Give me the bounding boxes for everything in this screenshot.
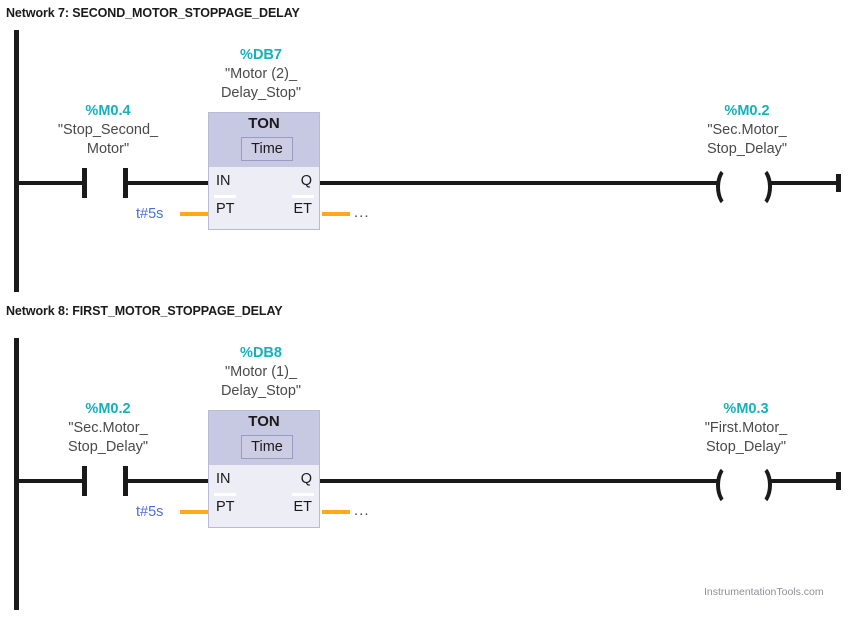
ton-stub-right-7 — [292, 195, 314, 198]
ton-header-7: TON Time — [209, 113, 319, 167]
contact-symbol-line1-7: "Stop_Second_ — [57, 122, 159, 138]
coil-symbol-line2-7: Stop_Delay" — [706, 141, 788, 157]
timer-et-value-8[interactable]: ... — [354, 502, 370, 519]
ton-port-q-7[interactable]: Q — [300, 173, 312, 189]
ton-body-7: IN PT Q ET — [209, 167, 319, 229]
timer-db-label-7: %DB7 "Motor (2)_ Delay_Stop" — [196, 46, 326, 103]
ton-port-pt-7[interactable]: PT — [216, 201, 235, 217]
rung-wire-contact-to-timer-8 — [123, 479, 208, 483]
output-coil-8[interactable] — [716, 464, 772, 506]
ton-port-in-7[interactable]: IN — [216, 173, 231, 189]
rung-wire-contact-to-timer-7 — [123, 181, 208, 185]
timer-pt-connector-8 — [180, 510, 208, 514]
ton-port-q-8[interactable]: Q — [300, 471, 312, 487]
rung-end-tick-8 — [836, 472, 841, 490]
rung-wire-coil-to-end-7 — [770, 181, 840, 185]
contact-symbol-line2-7: Motor" — [86, 141, 130, 157]
ton-instruction-name-8: TON — [248, 413, 280, 430]
network-8-title: Network 8: FIRST_MOTOR_STOPPAGE_DELAY — [6, 304, 283, 318]
ton-timebase-8[interactable]: Time — [241, 435, 293, 459]
coil-arc-left-8 — [716, 464, 742, 506]
rung-wire-rail-to-contact-8 — [14, 479, 82, 483]
timer-et-connector-8 — [322, 510, 350, 514]
timer-db-name-line2-8: Delay_Stop" — [220, 383, 302, 399]
output-coil-7[interactable] — [716, 166, 772, 208]
ton-header-8: TON Time — [209, 411, 319, 465]
ton-instruction-name-7: TON — [248, 115, 280, 132]
timer-preset-value-8[interactable]: t#5s — [136, 504, 164, 520]
coil-symbol-line1-7: "Sec.Motor_ — [707, 122, 787, 138]
coil-address-8: %M0.3 — [723, 401, 769, 417]
ton-stub-right-8 — [292, 493, 314, 496]
ton-timebase-7[interactable]: Time — [241, 137, 293, 161]
timer-et-connector-7 — [322, 212, 350, 216]
coil-symbol-line1-8: "First.Motor_ — [704, 420, 788, 436]
timer-db-name-line2-7: Delay_Stop" — [220, 85, 302, 101]
ton-stub-left-8 — [214, 493, 236, 496]
left-power-rail-8 — [14, 338, 19, 610]
ton-port-et-8[interactable]: ET — [293, 499, 312, 515]
ton-port-et-7[interactable]: ET — [293, 201, 312, 217]
rung-wire-rail-to-contact-7 — [14, 181, 82, 185]
contact-bar-left-7 — [82, 168, 87, 198]
rung-end-tick-7 — [836, 174, 841, 192]
timer-preset-value-7[interactable]: t#5s — [136, 206, 164, 222]
contact-normally-open-7[interactable] — [82, 168, 128, 198]
timer-et-value-7[interactable]: ... — [354, 204, 370, 221]
coil-label-7: %M0.2 "Sec.Motor_ Stop_Delay" — [672, 102, 822, 159]
left-power-rail-7 — [14, 30, 19, 292]
coil-arc-right-8 — [746, 464, 772, 506]
timer-db-name-line1-8: "Motor (1)_ — [224, 364, 298, 380]
network-8[interactable]: Network 8: FIRST_MOTOR_STOPPAGE_DELAY %M… — [0, 298, 860, 618]
contact-label-8: %M0.2 "Sec.Motor_ Stop_Delay" — [38, 400, 178, 457]
ton-stub-left-7 — [214, 195, 236, 198]
contact-address-8: %M0.2 — [85, 401, 131, 417]
contact-label-7: %M0.4 "Stop_Second_ Motor" — [38, 102, 178, 159]
contact-address-7: %M0.4 — [85, 103, 131, 119]
rung-wire-coil-to-end-8 — [770, 479, 840, 483]
ton-timer-block-8[interactable]: TON Time IN PT Q ET — [208, 410, 320, 528]
coil-arc-right-7 — [746, 166, 772, 208]
watermark: InstrumentationTools.com — [704, 586, 824, 598]
coil-symbol-line2-8: Stop_Delay" — [705, 439, 787, 455]
coil-arc-left-7 — [716, 166, 742, 208]
coil-address-7: %M0.2 — [724, 103, 770, 119]
contact-normally-open-8[interactable] — [82, 466, 128, 496]
ton-port-pt-8[interactable]: PT — [216, 499, 235, 515]
timer-db-address-8: %DB8 — [240, 345, 282, 361]
timer-db-label-8: %DB8 "Motor (1)_ Delay_Stop" — [196, 344, 326, 401]
ton-timer-block-7[interactable]: TON Time IN PT Q ET — [208, 112, 320, 230]
timer-db-name-line1-7: "Motor (2)_ — [224, 66, 298, 82]
network-7[interactable]: Network 7: SECOND_MOTOR_STOPPAGE_DELAY %… — [0, 0, 860, 300]
contact-symbol-line2-8: Stop_Delay" — [67, 439, 149, 455]
network-7-title: Network 7: SECOND_MOTOR_STOPPAGE_DELAY — [6, 6, 300, 20]
timer-pt-connector-7 — [180, 212, 208, 216]
ton-port-in-8[interactable]: IN — [216, 471, 231, 487]
rung-wire-timer-to-coil-7 — [320, 181, 718, 185]
timer-db-address-7: %DB7 — [240, 47, 282, 63]
contact-symbol-line1-8: "Sec.Motor_ — [68, 420, 148, 436]
ton-body-8: IN PT Q ET — [209, 465, 319, 527]
contact-bar-left-8 — [82, 466, 87, 496]
coil-label-8: %M0.3 "First.Motor_ Stop_Delay" — [668, 400, 824, 457]
rung-wire-timer-to-coil-8 — [320, 479, 718, 483]
